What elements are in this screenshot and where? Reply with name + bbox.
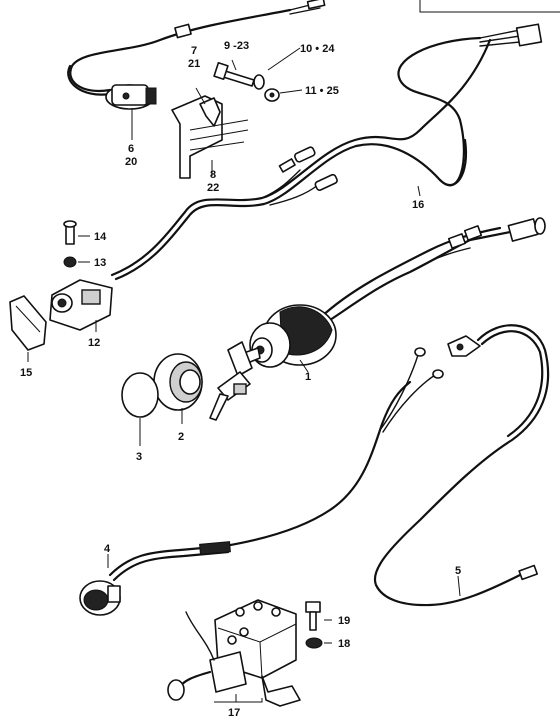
- label-20: 20: [125, 156, 137, 168]
- label-14: 14: [94, 231, 107, 243]
- part-4-switch: [79, 554, 121, 616]
- corner-frame: [419, 0, 560, 13]
- label-8: 8: [210, 169, 216, 181]
- part-1-ignition-switch: [227, 304, 337, 377]
- label-12: 12: [88, 337, 100, 349]
- label-1: 1: [305, 371, 311, 383]
- part-9-bolt: [213, 59, 255, 87]
- part-15-cover: [9, 295, 47, 362]
- label-19: 19: [338, 615, 350, 627]
- label-15: 15: [20, 367, 32, 379]
- part-2-boot: [153, 353, 203, 424]
- part-12-switch: [49, 279, 113, 332]
- key: [209, 371, 251, 421]
- part-3-cap: [121, 372, 159, 446]
- label-7: 7: [191, 45, 197, 57]
- part-13-nut: [63, 256, 90, 268]
- part-10-washer: [253, 47, 301, 90]
- label-10-24: 10 • 24: [300, 43, 335, 55]
- label-13: 13: [94, 257, 106, 269]
- part-1-harness: [318, 217, 546, 322]
- label-11-25: 11 • 25: [305, 85, 339, 97]
- label-5: 5: [455, 565, 461, 577]
- part-11-nut: [264, 88, 303, 102]
- label-21: 21: [188, 58, 200, 70]
- callout-labels: 1 2 3 4 5 6 20 7 21 8 22 9 -23 10 • 24 1…: [20, 40, 461, 719]
- part-6-switch: [105, 84, 157, 140]
- label-16: 16: [412, 199, 424, 211]
- part-17-relay: [167, 599, 301, 707]
- label-18: 18: [338, 638, 350, 650]
- part-18-washer: [305, 637, 332, 649]
- label-6: 6: [128, 143, 134, 155]
- part-16-harness: [110, 23, 543, 281]
- part-4-harness: [108, 347, 444, 582]
- part-5-cable: [373, 324, 550, 607]
- part-14-screw: [63, 220, 90, 245]
- part-19-bolt: [305, 601, 332, 631]
- label-3: 3: [136, 451, 142, 463]
- label-22: 22: [207, 182, 219, 194]
- label-4: 4: [104, 543, 111, 555]
- part-7-bracket: [171, 87, 249, 179]
- label-17: 17: [228, 707, 240, 719]
- label-2: 2: [178, 431, 184, 443]
- label-9-23: 9 -23: [224, 40, 249, 52]
- top-left-harness: [67, 0, 326, 96]
